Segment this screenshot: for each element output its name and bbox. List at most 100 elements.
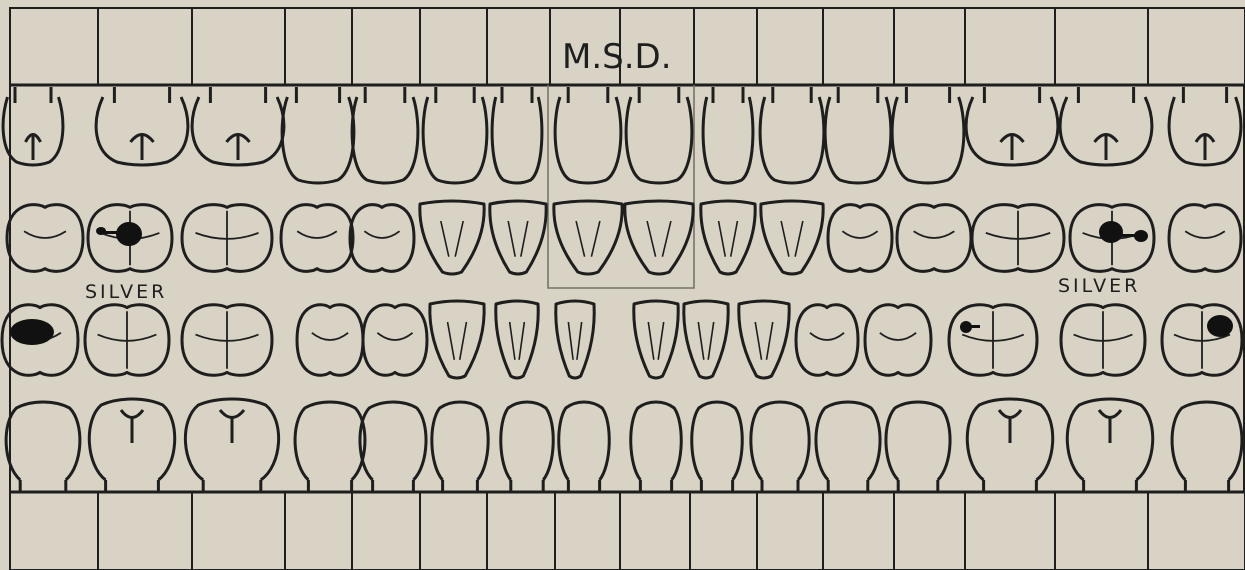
filling-lower-left bbox=[10, 319, 54, 345]
lower-tooth-groove bbox=[220, 410, 244, 443]
lower-tooth-root bbox=[762, 480, 798, 492]
incisor-outline bbox=[625, 201, 693, 274]
upper-tooth-root bbox=[1183, 87, 1226, 103]
upper-tooth-root bbox=[296, 87, 339, 103]
lower-tooth-crown bbox=[295, 402, 365, 480]
filling-lower-right-link bbox=[966, 325, 980, 328]
upper-tooth-groove bbox=[227, 135, 250, 161]
incisor-ridge bbox=[698, 322, 713, 360]
filling-lower-right-main bbox=[1207, 315, 1233, 337]
incisor-outline bbox=[490, 201, 546, 274]
incisor-ridge bbox=[647, 221, 671, 257]
premolar-groove bbox=[914, 231, 955, 238]
incisor-ridge bbox=[441, 221, 463, 257]
upper-tooth-root bbox=[906, 87, 949, 103]
incisor-ridge bbox=[448, 322, 467, 360]
premolar-groove bbox=[364, 231, 399, 238]
upper-tooth-crown bbox=[892, 97, 964, 183]
bottom-grid-cells bbox=[98, 492, 1148, 570]
molar-groove bbox=[196, 311, 259, 369]
msd-annotation: M.S.D. bbox=[562, 37, 672, 77]
premolar-groove bbox=[880, 333, 916, 340]
upper-tooth-groove bbox=[26, 135, 41, 161]
molar-groove bbox=[98, 311, 157, 369]
lower-occlusal-row bbox=[2, 301, 1242, 378]
lower-tooth-crown bbox=[692, 402, 743, 480]
fillings bbox=[10, 221, 1233, 345]
lower-tooth-root bbox=[1084, 480, 1137, 492]
incisor-outline bbox=[554, 201, 622, 274]
incisor-outline bbox=[701, 201, 755, 274]
premolar-groove bbox=[842, 231, 877, 238]
upper-tooth-crown bbox=[626, 97, 692, 183]
upper-tooth-root bbox=[114, 87, 169, 103]
lower-tooth-root bbox=[640, 480, 671, 492]
lower-tooth-crown bbox=[432, 402, 488, 480]
upper-tooth-root bbox=[568, 87, 608, 103]
lower-tooth-root bbox=[203, 480, 261, 492]
premolar-groove bbox=[377, 333, 412, 340]
filling-upper-right-main bbox=[1099, 221, 1123, 243]
lower-tooth-crown bbox=[886, 402, 950, 480]
incisor-outline bbox=[684, 301, 728, 378]
lower-tooth-crown bbox=[816, 402, 880, 480]
incisor-ridge bbox=[648, 322, 663, 360]
silver-label-left: SILVER bbox=[85, 281, 167, 303]
molar-groove bbox=[196, 211, 259, 265]
lower-tooth-crown bbox=[501, 402, 553, 480]
incisor-outline bbox=[420, 201, 484, 274]
upper-tooth-groove bbox=[1001, 135, 1024, 161]
incisor-ridge bbox=[510, 322, 525, 360]
incisor-ridge bbox=[576, 221, 600, 257]
lower-tooth-root bbox=[106, 480, 159, 492]
premolar-groove bbox=[810, 333, 844, 340]
upper-tooth-root bbox=[15, 87, 51, 103]
incisor-ridge bbox=[508, 221, 528, 257]
bottom-grid-frame bbox=[10, 492, 1245, 570]
upper-tooth-root bbox=[984, 87, 1039, 103]
filling-upper-right-link bbox=[1118, 234, 1140, 237]
upper-tooth-root bbox=[1078, 87, 1133, 103]
lower-tooth-root bbox=[511, 480, 543, 492]
lower-tooth-root bbox=[1185, 480, 1228, 492]
upper-tooth-groove bbox=[1095, 135, 1118, 161]
upper-tooth-root bbox=[713, 87, 743, 103]
upper-tooth-root bbox=[210, 87, 265, 103]
upper-tooth-root bbox=[502, 87, 532, 103]
lower-tooth-root bbox=[308, 480, 351, 492]
lower-tooth-root bbox=[20, 480, 66, 492]
incisor-outline bbox=[430, 301, 484, 378]
upper-tooth-root bbox=[838, 87, 878, 103]
molar-groove bbox=[986, 211, 1050, 265]
upper-tooth-crown bbox=[352, 97, 418, 183]
premolar-groove bbox=[297, 231, 337, 238]
filling-upper-left-link bbox=[101, 231, 119, 234]
lower-tooth-crown bbox=[360, 402, 426, 480]
upper-tooth-groove bbox=[1196, 135, 1214, 161]
incisor-outline bbox=[761, 201, 823, 274]
filling-upper-left-main bbox=[116, 222, 142, 246]
upper-tooth-crown bbox=[555, 97, 621, 183]
incisor-outline bbox=[739, 301, 789, 378]
premolar-groove bbox=[312, 333, 348, 340]
lower-tooth-crown bbox=[559, 402, 610, 480]
incisor-ridge bbox=[719, 221, 738, 257]
lower-tooth-root bbox=[373, 480, 414, 492]
incisor-ridge bbox=[755, 322, 773, 360]
incisor-outline bbox=[556, 301, 594, 378]
upper-tooth-crown bbox=[825, 97, 891, 183]
incisor-outline bbox=[634, 301, 678, 378]
upper-tooth-crown bbox=[423, 97, 487, 183]
lower-tooth-crown bbox=[751, 402, 809, 480]
upper-tooth-groove bbox=[131, 135, 154, 161]
lower-tooth-root bbox=[568, 480, 599, 492]
upper-buccal-row bbox=[3, 87, 1241, 183]
upper-occlusal-row bbox=[7, 201, 1241, 274]
incisor-ridge bbox=[781, 221, 803, 257]
silver-label-right: SILVER bbox=[1058, 275, 1140, 297]
lower-buccal-row bbox=[6, 399, 1242, 492]
incisor-outline bbox=[496, 301, 538, 378]
lower-tooth-crown bbox=[6, 402, 80, 480]
lower-tooth-groove bbox=[121, 410, 143, 443]
